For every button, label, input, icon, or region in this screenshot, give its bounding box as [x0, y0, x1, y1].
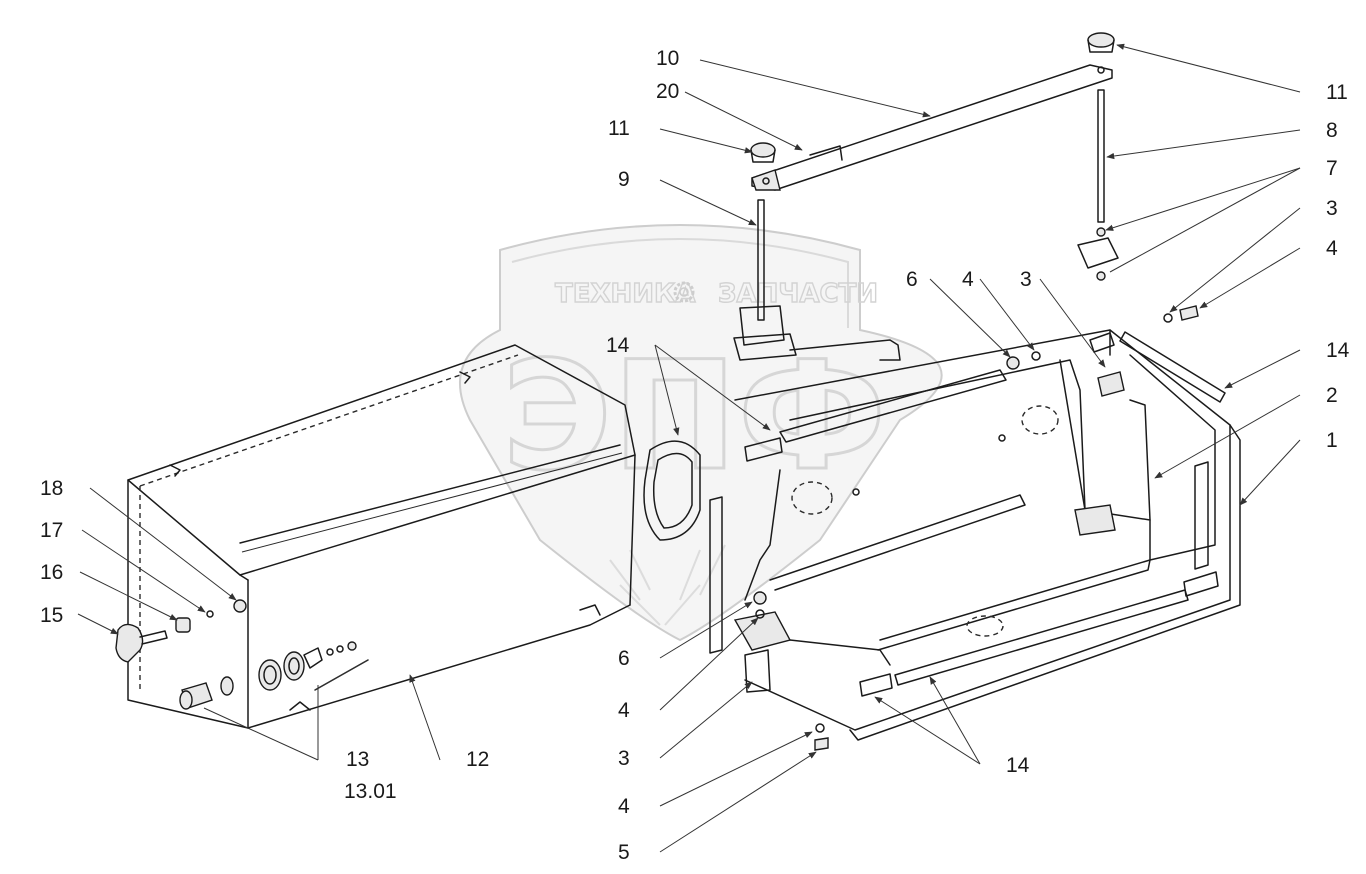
watermark: ТЕХНИКА ЗАПЧАСТИ ЭПФ [459, 224, 943, 642]
callout-10: 10 [656, 47, 679, 70]
watermark-text-right: ЗАПЧАСТИ [718, 279, 878, 309]
cap-11-top [1087, 32, 1115, 53]
bushing-16 [175, 617, 191, 633]
callout-4-right: 3 [1326, 197, 1338, 220]
callout-8: 8 [1326, 119, 1338, 142]
lower-mount [733, 469, 891, 751]
callout-14-bottom: 14 [1006, 754, 1030, 777]
frame [734, 329, 1241, 741]
coupling-13 [179, 641, 357, 710]
grommet [643, 440, 701, 541]
cap-11-left [750, 142, 776, 163]
callout-6-top: 6 [906, 268, 918, 291]
washer-17 [206, 610, 214, 618]
callout-20: 20 [656, 80, 679, 103]
callout-12: 12 [466, 748, 489, 771]
callout-4-top: 4 [962, 268, 974, 291]
callout-14-right: 14 [1326, 339, 1350, 362]
callout-17: 17 [40, 519, 63, 542]
callout-4-mid: 4 [618, 699, 630, 722]
callout-3-top: 3 [1020, 268, 1032, 291]
callout-13-01: 13.01 [344, 780, 397, 803]
tubes-14 [709, 331, 1226, 697]
callout-5-right: 4 [1326, 237, 1338, 260]
callout-5-bottom: 5 [618, 841, 630, 864]
callout-18: 18 [40, 477, 63, 500]
callout-14-mid: 14 [606, 334, 630, 357]
right-fittings [1006, 305, 1199, 397]
callout-13: 13 [346, 748, 369, 771]
callout-16: 16 [40, 561, 63, 584]
callout-labels: 10 20 11 9 11 8 7 3 4 14 2 1 6 4 3 14 6 … [40, 47, 1350, 864]
callout-7: 7 [1326, 157, 1338, 180]
callout-15: 15 [40, 604, 63, 627]
callout-9: 9 [618, 168, 630, 191]
knob-15 [115, 623, 168, 663]
gear-icon [673, 281, 695, 303]
left-fittings [115, 599, 357, 710]
callout-11-left: 11 [608, 117, 630, 140]
callout-11-right: 11 [1326, 81, 1348, 104]
callout-1: 1 [1326, 429, 1338, 452]
watermark-shield [459, 224, 943, 642]
upper-link [733, 32, 1119, 361]
callout-4-bottom: 4 [618, 795, 630, 818]
nut-18 [233, 599, 247, 613]
callout-6-bottom: 6 [618, 647, 630, 670]
leader-lines [77, 43, 1301, 853]
callout-3-bottom: 3 [618, 747, 630, 770]
watermark-text-left: ТЕХНИКА [555, 279, 695, 309]
callout-2: 2 [1326, 384, 1338, 407]
housing [127, 344, 636, 729]
